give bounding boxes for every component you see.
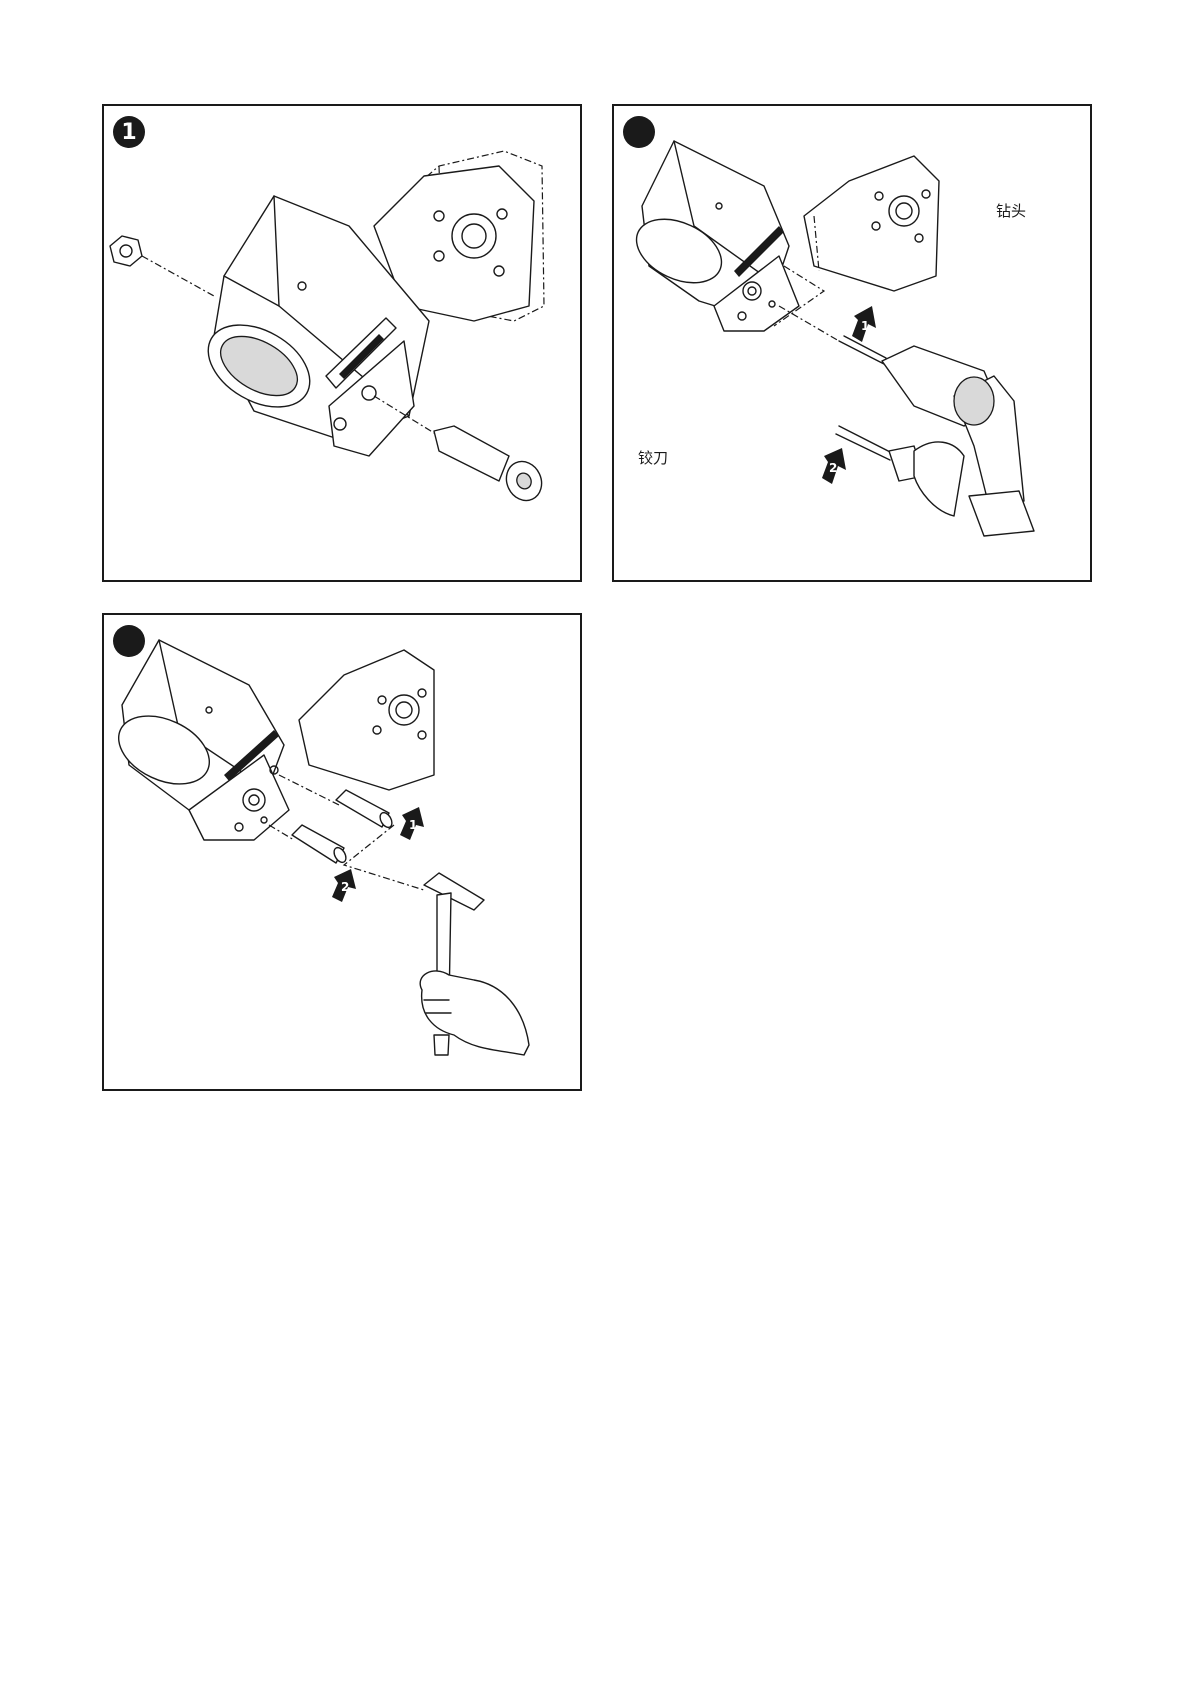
drill-bit-label: 钻头 xyxy=(996,200,1026,221)
svg-text:1: 1 xyxy=(409,818,417,832)
step-number-badge: 1 xyxy=(113,116,145,148)
assembly-step-3-panel: 1 2 xyxy=(102,613,582,1091)
svg-text:2: 2 xyxy=(341,880,349,894)
step-number-badge xyxy=(113,625,145,657)
assembly-step-1-panel: 1 xyxy=(102,104,582,582)
bracket-disassembly-illustration xyxy=(104,106,580,580)
reamer-label: 铰刀 xyxy=(638,447,668,468)
pin-insertion-illustration: 1 2 xyxy=(104,615,580,1089)
step-number-badge xyxy=(623,116,655,148)
svg-text:1: 1 xyxy=(861,319,869,333)
assembly-step-2-panel: 1 2 钻头 铰刀 xyxy=(612,104,1092,582)
drilling-reaming-illustration: 1 2 xyxy=(614,106,1090,580)
svg-text:2: 2 xyxy=(829,461,837,475)
